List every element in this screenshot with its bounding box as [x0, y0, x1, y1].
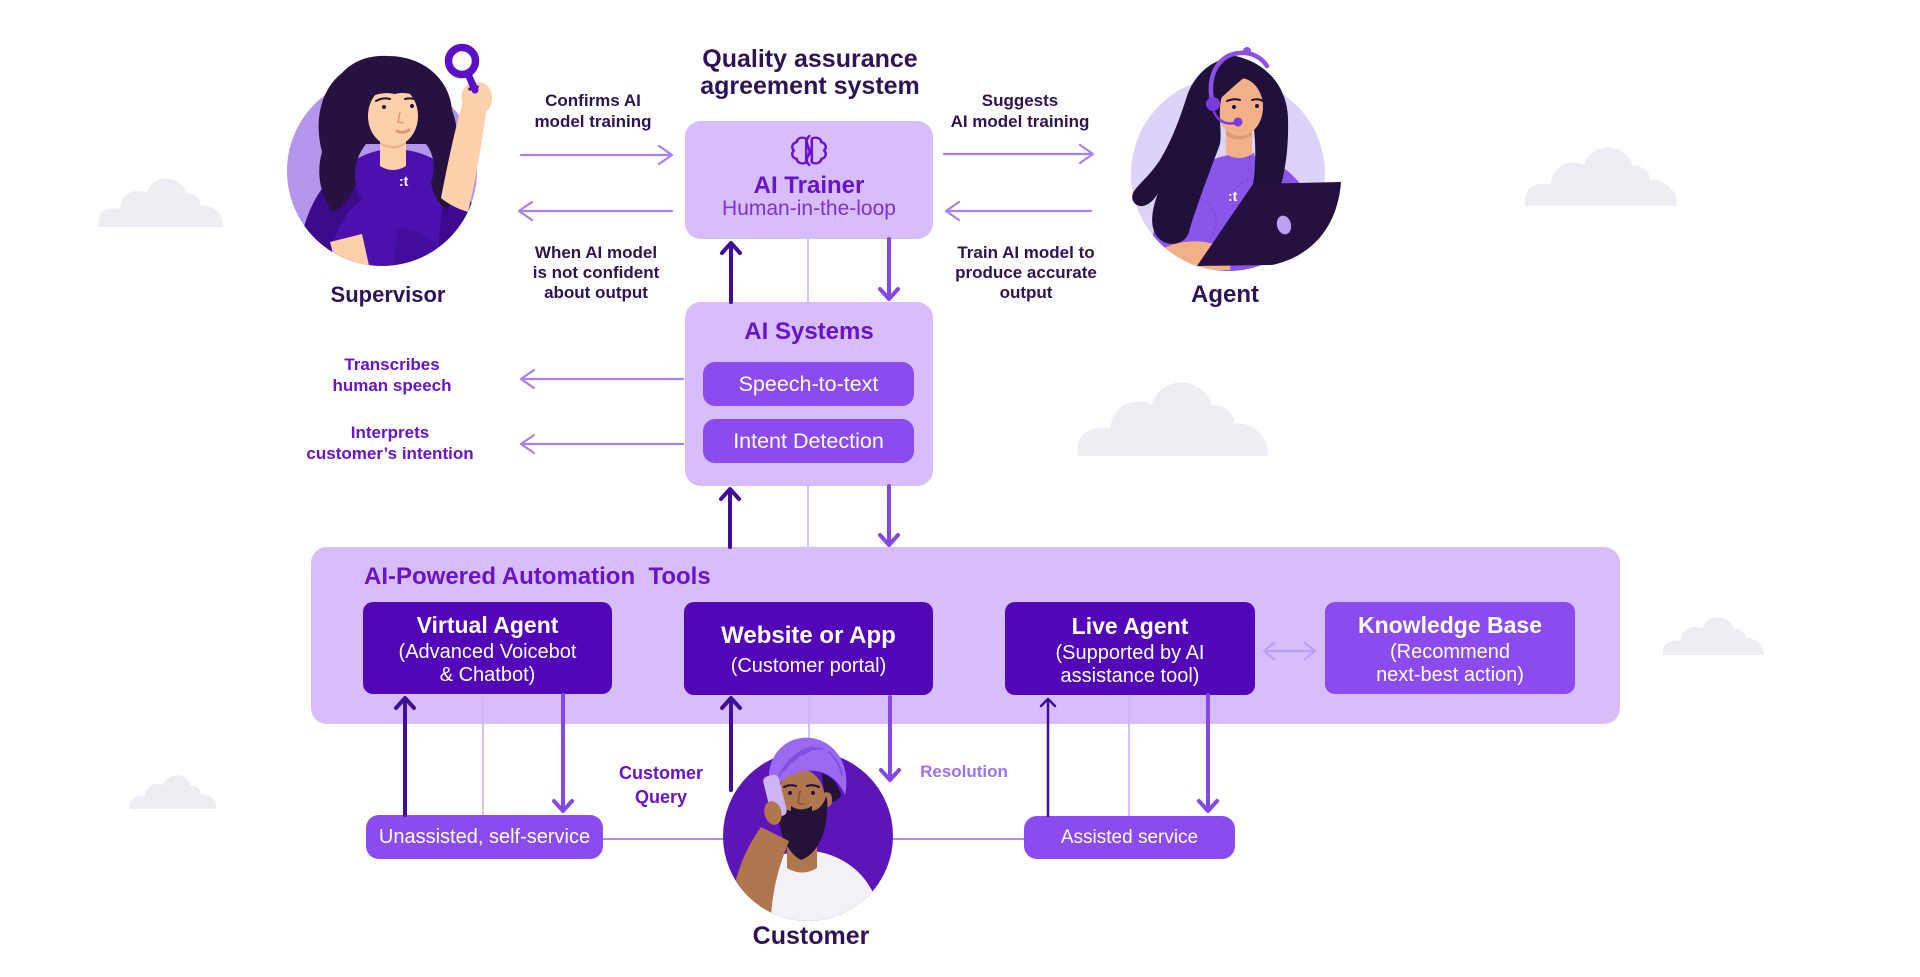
svg-text::t: :t [1228, 188, 1238, 204]
svg-text::t: :t [399, 173, 409, 189]
